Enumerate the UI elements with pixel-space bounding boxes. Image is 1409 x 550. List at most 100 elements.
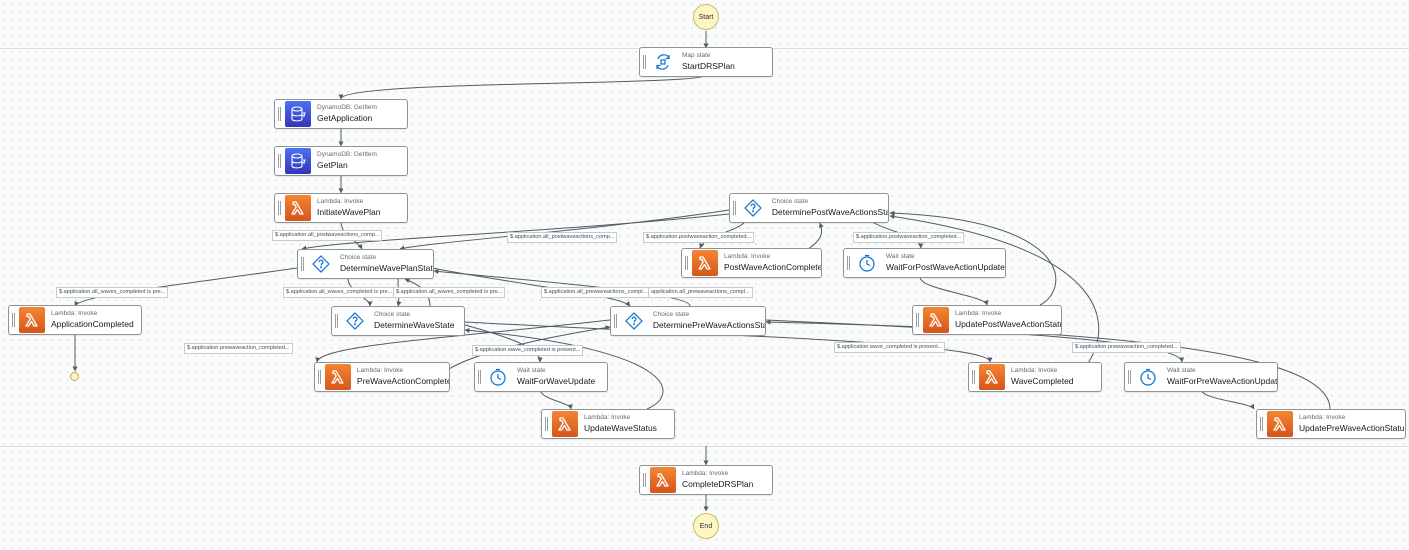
- state-name-label: UpdatePostWaveActionStatus: [954, 318, 1061, 329]
- wait-clock-icon: [485, 364, 511, 390]
- state-type-label: Lambda: Invoke: [1011, 367, 1058, 375]
- state-type-label: Choice state: [652, 311, 690, 319]
- drag-handle[interactable]: [1128, 370, 1131, 384]
- drag-handle[interactable]: [685, 256, 688, 270]
- edge-condition-label[interactable]: application.all_prewaveactions_compl...: [648, 287, 753, 298]
- state-type-label: Lambda: Invoke: [584, 414, 631, 422]
- state-name-label: GetPlan: [317, 159, 348, 170]
- drag-handle[interactable]: [478, 370, 481, 384]
- edge-condition-label[interactable]: $.application.wave_completed is present.…: [834, 342, 946, 353]
- state-type-label: Lambda: Invoke: [723, 253, 771, 261]
- drag-handle[interactable]: [1260, 417, 1263, 431]
- edge-waitwave-to-updatewavestatus: [539, 388, 573, 410]
- state-type-label: Wait state: [517, 367, 546, 375]
- drag-handle[interactable]: [847, 256, 850, 270]
- state-type-label: Lambda: Invoke: [317, 198, 364, 206]
- drag-handle[interactable]: [278, 154, 281, 168]
- edge-condition-label[interactable]: $.application.prewaveaction_completed...: [1072, 342, 1181, 353]
- state-name-label: WaitForPostWaveActionUpdate: [886, 261, 1005, 272]
- drag-handle[interactable]: [335, 314, 338, 328]
- drag-handle[interactable]: [278, 201, 281, 215]
- state-name-label: UpdatePreWaveActionStatus: [1298, 422, 1405, 433]
- drag-handle[interactable]: [12, 313, 15, 327]
- lambda-icon: [691, 250, 718, 276]
- state-type-label: Wait state: [886, 253, 915, 261]
- drag-handle[interactable]: [545, 417, 548, 431]
- edge-condition-label[interactable]: $.application.postwaveaction_completed..…: [853, 232, 965, 243]
- choice-icon: [342, 308, 368, 334]
- state-name-label: DeterminePostWaveActionsState: [771, 206, 888, 217]
- state-type-label: Choice state: [374, 311, 411, 319]
- wait-clock-icon: [854, 250, 880, 276]
- choice-icon: [739, 195, 766, 221]
- end-label: End: [699, 522, 713, 530]
- edge-dpwas-to-dwps: [301, 213, 730, 251]
- state-name-label: WaitForWaveUpdate: [517, 375, 596, 386]
- edge-condition-label[interactable]: $.application.all_waves_completed is pre…: [393, 287, 506, 298]
- lambda-icon: [979, 364, 1005, 390]
- state-name-label: StartDRSPlan: [682, 60, 735, 71]
- edge-dws-to-waitforwaveupdate: [464, 324, 543, 363]
- drag-handle[interactable]: [614, 314, 617, 328]
- choice-icon: [307, 251, 334, 277]
- state-name-label: WaveCompleted: [1011, 375, 1074, 386]
- state-name-label: UpdateWaveStatus: [584, 422, 657, 433]
- state-name-label: ApplicationCompleted: [51, 318, 134, 329]
- edge-condition-label[interactable]: $.application.all_waves_completed is pre…: [56, 287, 169, 298]
- drag-handle[interactable]: [301, 257, 304, 271]
- state-name-label: PostWaveActionCompleted: [723, 261, 821, 272]
- map-state-icon: [650, 49, 676, 75]
- state-name-label: CompleteDRSPlan: [682, 478, 754, 489]
- edge-startdrsplan-to-getapplication: [338, 74, 707, 100]
- edge-condition-label[interactable]: $.application.all_postwaveactions_comp..…: [507, 232, 618, 243]
- drag-handle[interactable]: [643, 473, 646, 487]
- drag-handle[interactable]: [972, 370, 975, 384]
- edge-condition-label[interactable]: $.application.postwaveaction_completed..…: [643, 232, 755, 243]
- edge-condition-label[interactable]: $.application.wave_completed is present.…: [472, 345, 584, 356]
- end-terminal[interactable]: End: [693, 513, 719, 539]
- start-terminal[interactable]: Start: [693, 4, 719, 30]
- state-type-label: Map state: [682, 52, 711, 60]
- state-name-label: DetermineWavePlanState: [339, 262, 433, 273]
- state-type-label: Lambda: Invoke: [51, 310, 98, 318]
- drag-handle[interactable]: [318, 370, 321, 384]
- state-type-label: Lambda: Invoke: [954, 310, 1002, 318]
- edge-condition-label[interactable]: $.application.prewaveaction_completed...: [184, 343, 293, 354]
- drag-handle[interactable]: [643, 55, 646, 69]
- edge-updatewavestatus-to-dws: [464, 327, 664, 410]
- state-type-label: Choice state: [339, 254, 377, 262]
- state-name-label: DeterminePreWaveActionsState: [652, 319, 765, 330]
- lambda-icon: [285, 195, 311, 221]
- state-type-label: DynamoDB: GetItem: [317, 104, 377, 112]
- edge-condition-label[interactable]: $.application.all_waves_completed is pre…: [283, 287, 396, 298]
- state-type-label: Wait state: [1166, 367, 1196, 375]
- drag-handle[interactable]: [733, 201, 736, 215]
- drag-handle[interactable]: [278, 107, 281, 121]
- edge-condition-label[interactable]: $.application.all_prewaveactions_compl..…: [541, 287, 651, 298]
- edge-condition-label[interactable]: $.application.all_postwaveactions_comp..…: [272, 230, 383, 241]
- state-name-label: InitiateWavePlan: [317, 206, 381, 217]
- state-name-label: WaitForPreWaveActionUpdate: [1166, 375, 1277, 386]
- lambda-icon: [324, 364, 351, 390]
- drag-handle[interactable]: [916, 313, 919, 327]
